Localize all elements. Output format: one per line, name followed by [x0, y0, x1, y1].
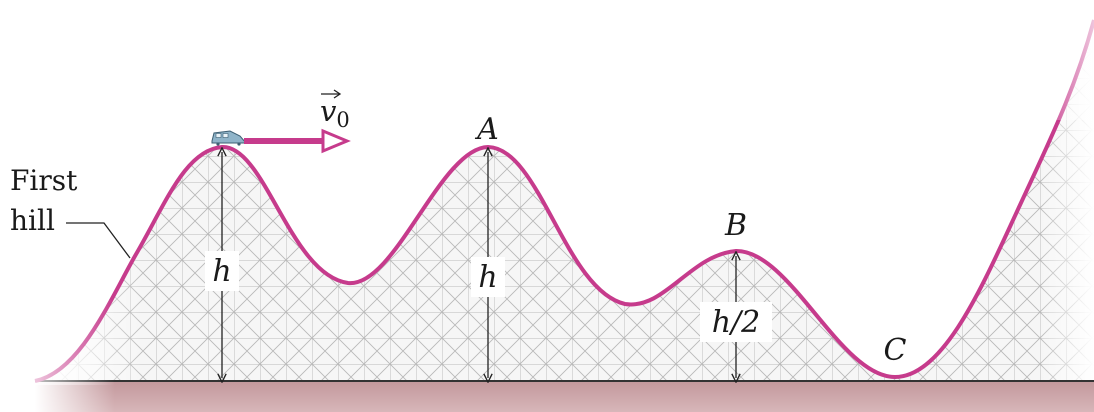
velocity-symbol: v — [320, 94, 337, 128]
point-c-label: C — [884, 333, 907, 368]
height-label-a: h — [478, 260, 497, 295]
height-label-b: h/2 — [712, 305, 761, 340]
point-a-label: A — [474, 112, 499, 147]
velocity-subscript: 0 — [336, 108, 349, 132]
velocity-arrow — [244, 128, 351, 154]
first-hill-label-line1: First — [10, 164, 78, 197]
vector-arrow-head-icon — [333, 89, 342, 99]
height-marker-a — [471, 152, 505, 378]
cart-icon — [211, 130, 248, 146]
first-hill-label-line2: hill — [10, 204, 55, 237]
height-marker-first-hill — [205, 152, 239, 378]
support-lattice — [35, 20, 1094, 381]
first-hill-leader-line — [66, 222, 131, 259]
track-curve — [34, 19, 1094, 383]
point-b-label: B — [724, 208, 747, 243]
height-label-first-hill: h — [212, 254, 231, 289]
svg-text:v0: v0 — [320, 94, 350, 132]
height-marker-b — [700, 256, 772, 378]
ground — [35, 381, 1094, 412]
